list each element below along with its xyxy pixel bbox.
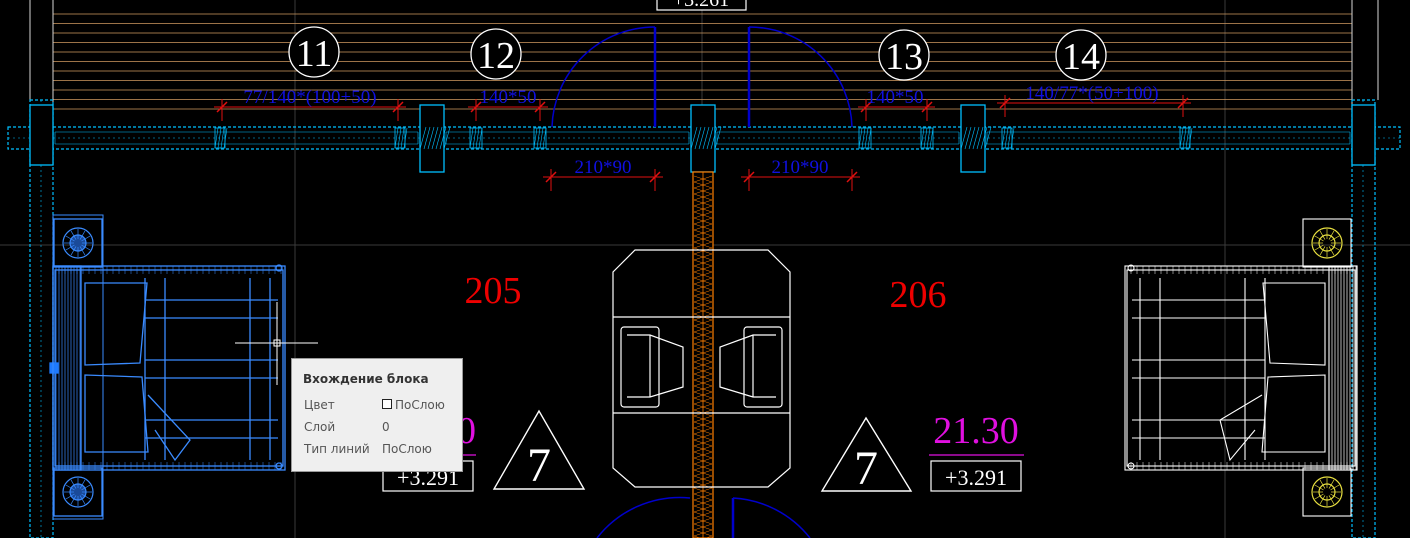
svg-text:+3.291: +3.291 — [945, 465, 1007, 490]
top-level-mark: +3.261 — [656, 0, 747, 11]
tooltip-title: Вхождение блока — [303, 372, 429, 386]
tooltip-linetype-label: Тип линий — [304, 442, 370, 456]
axis-bubble-13 — [878, 29, 930, 81]
door-dim-1: 210*90 — [575, 157, 632, 178]
window-dim-2: 140*50 — [480, 87, 537, 108]
axis-bubbles: 11 12 13 14 — [288, 26, 1107, 81]
tooltip-linetype-value: ПоСлою — [382, 442, 432, 456]
axis-label-12: 12 — [477, 35, 515, 77]
partition-wall[interactable] — [692, 171, 714, 538]
tooltip-layer-value: 0 — [382, 420, 390, 434]
columns[interactable] — [29, 104, 1376, 173]
axis-bubble-12 — [470, 28, 522, 80]
svg-text:+3.261: +3.261 — [673, 0, 729, 11]
grip-handle — [49, 362, 59, 374]
balcony-hatch — [53, 13, 1352, 110]
block-reference-tooltip: Вхождение блока Цвет ПоСлою Слой 0 Тип л… — [291, 358, 463, 472]
bed-left-selected[interactable] — [49, 214, 286, 520]
section-marker-left: 7 — [492, 409, 586, 492]
axis-bubble-14 — [1055, 29, 1107, 81]
axis-label-13: 13 — [885, 36, 923, 78]
partition-hatch — [693, 175, 713, 538]
dimensions: 77/140*(100+50) 140*50 140*50 140/77*(50+10… — [214, 83, 1191, 191]
svg-text:7: 7 — [854, 442, 878, 495]
svg-text:7: 7 — [527, 439, 551, 492]
bed-right[interactable] — [1124, 218, 1358, 517]
window-dim-4: 140/77*(50+100) — [1025, 83, 1158, 104]
room-number-205: 205 — [465, 270, 522, 312]
color-swatch-icon — [382, 399, 392, 409]
axis-label-14: 14 — [1062, 36, 1100, 78]
window-dim-1: 77/140*(100+50) — [243, 87, 376, 108]
window-glazing — [54, 127, 1351, 149]
window-dim-3: 140*50 — [867, 87, 924, 108]
room-area-right: 21.30 — [933, 410, 1019, 452]
door-dim-2: 210*90 — [772, 157, 829, 178]
column-hatch — [419, 126, 992, 150]
door-swings — [551, 26, 853, 538]
tooltip-color-value: ПоСлою — [382, 398, 445, 412]
room-number-206: 206 — [890, 274, 947, 316]
section-marker-right: 7 — [820, 416, 913, 495]
axis-label-11: 11 — [296, 33, 333, 75]
axis-bubble-11 — [288, 26, 340, 78]
level-mark-right: +3.291 — [930, 460, 1022, 492]
tooltip-color-label: Цвет — [304, 398, 335, 412]
crosshair-cursor — [235, 302, 318, 385]
tooltip-layer-label: Слой — [304, 420, 336, 434]
desk-block[interactable] — [612, 249, 791, 488]
